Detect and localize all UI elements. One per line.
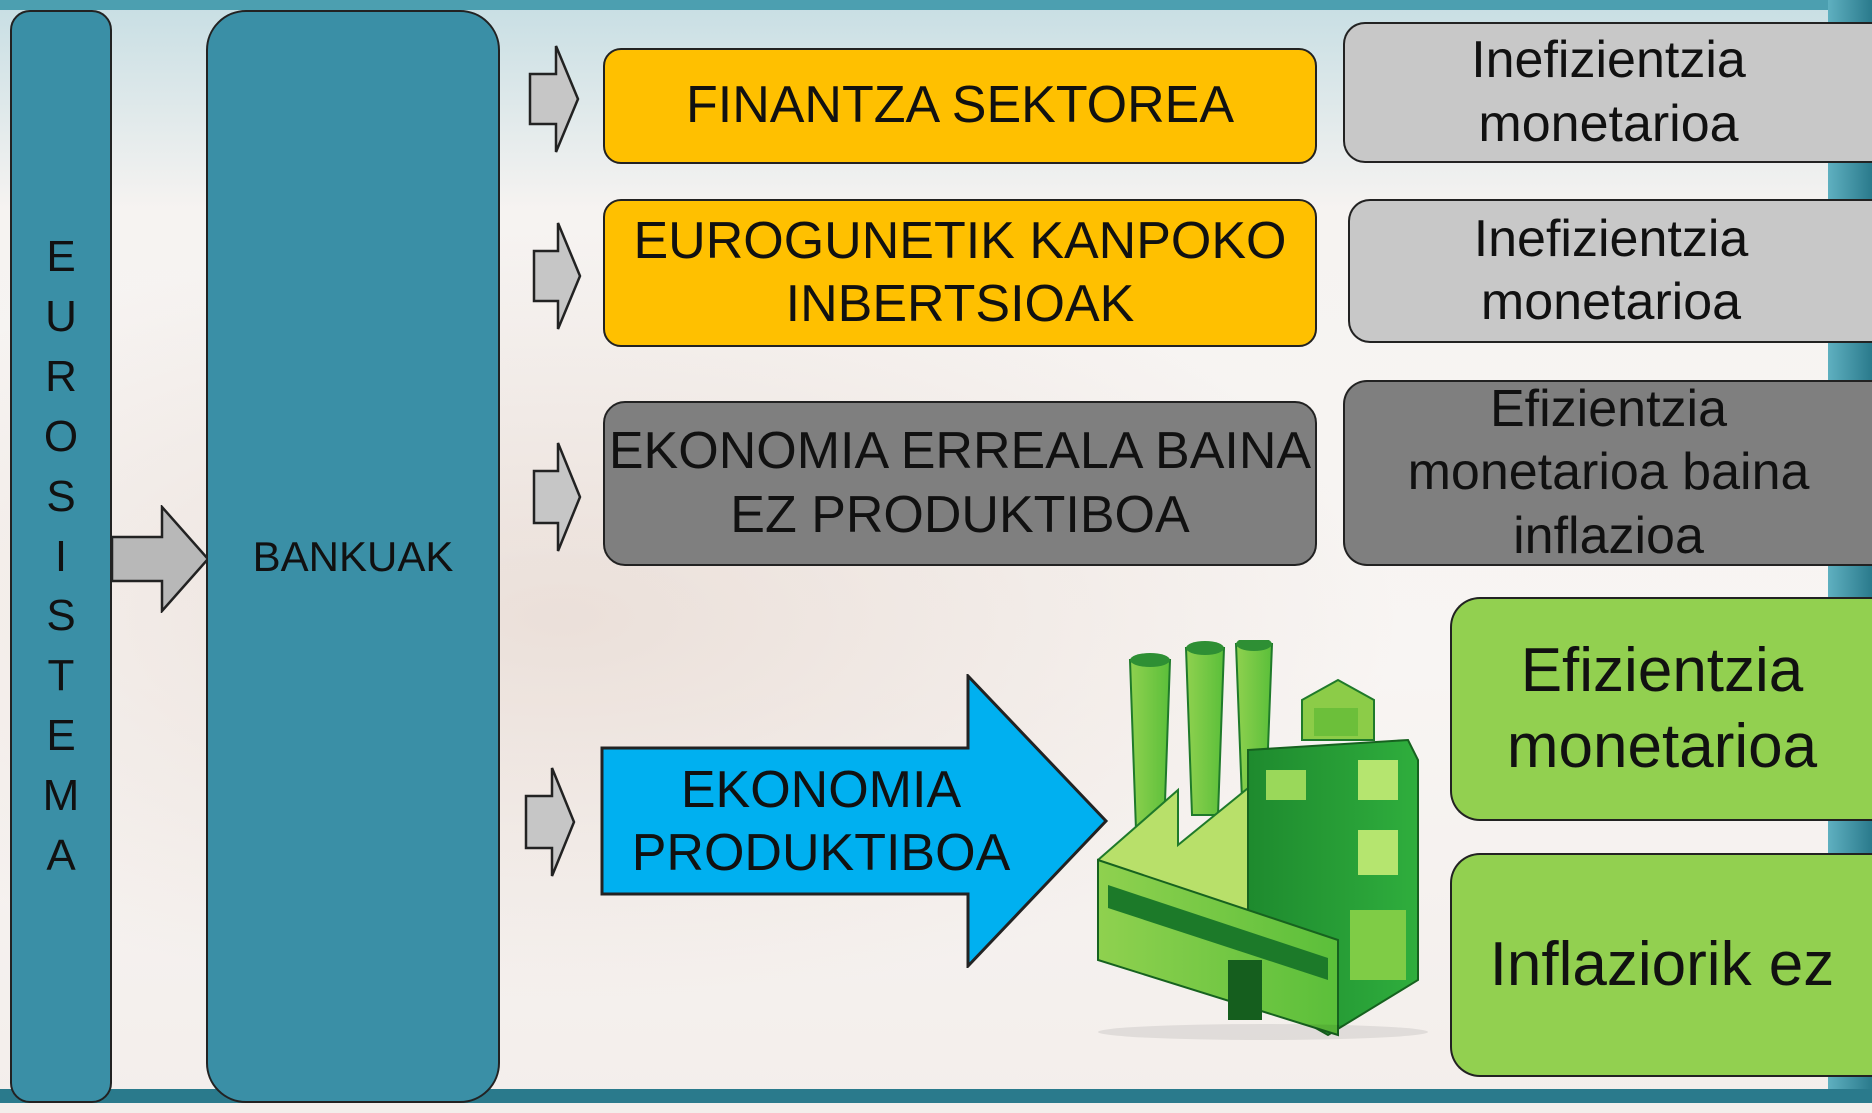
result-box-row-3: Efizientzia monetarioa baina inflazioa: [1343, 380, 1872, 566]
sector-label: EKONOMIA ERREALA BAINA EZ PRODUKTIBOA: [608, 422, 1312, 544]
row-3-arrow: [532, 442, 582, 552]
eurosistema-letter: A: [46, 830, 76, 880]
eurosistema-letter: R: [45, 352, 77, 402]
sector-label: EKONOMIA PRODUKTIBOA: [631, 760, 1011, 882]
row-4-arrow: [524, 767, 576, 877]
eurosistema-letter: E: [46, 711, 76, 761]
eurosistema-letter: U: [45, 292, 77, 342]
eurosistema-letter: S: [46, 591, 76, 641]
eurosistema-letter: M: [42, 770, 80, 820]
result-label: Inefizientzia monetarioa: [1471, 31, 1746, 153]
result-box-row-4-no-inflation: Inflaziorik ez: [1450, 853, 1872, 1077]
sector-label: EUROGUNETIK KANPOKO INBERTSIOAK: [633, 211, 1287, 333]
result-label: Inflaziorik ez: [1489, 930, 1835, 1000]
sector-box-financial: FINANTZA SEKTOREA: [603, 48, 1317, 164]
eurosistema-to-banks-arrow: [110, 505, 210, 613]
sector-label-productive-economy: EKONOMIA PRODUKTIBOA: [606, 752, 1036, 892]
eurosistema-letter: S: [46, 471, 76, 521]
eurosistema-letter: E: [46, 232, 76, 282]
result-label: Efizientzia monetarioa baina inflazioa: [1407, 379, 1810, 565]
result-label: Inefizientzia monetarioa: [1473, 209, 1749, 331]
result-box-row-1: Inefizientzia monetarioa: [1343, 22, 1872, 163]
eurosistema-letter: T: [47, 651, 75, 701]
eurosistema-box: E U R O S I S T E M A: [10, 10, 112, 1103]
sector-box-real-economy: EKONOMIA ERREALA BAINA EZ PRODUKTIBOA: [603, 401, 1317, 566]
result-label: Efizientzia monetarioa: [1506, 636, 1818, 781]
productive-economy-arrow: [600, 674, 1109, 968]
banks-box: BANKUAK: [206, 10, 500, 1103]
banks-label: BANKUAK: [252, 532, 454, 580]
factory-icon: [1097, 640, 1428, 1040]
result-box-row-4-efficiency: Efizientzia monetarioa: [1450, 597, 1872, 821]
result-box-row-2: Inefizientzia monetarioa: [1348, 199, 1872, 343]
sector-label: FINANTZA SEKTOREA: [685, 76, 1235, 135]
eurosistema-letter: O: [43, 411, 79, 461]
row-2-arrow: [532, 222, 582, 330]
row-1-arrow: [528, 45, 580, 153]
eurosistema-letter: I: [54, 531, 68, 581]
sector-box-foreign-investment: EUROGUNETIK KANPOKO INBERTSIOAK: [603, 199, 1317, 347]
